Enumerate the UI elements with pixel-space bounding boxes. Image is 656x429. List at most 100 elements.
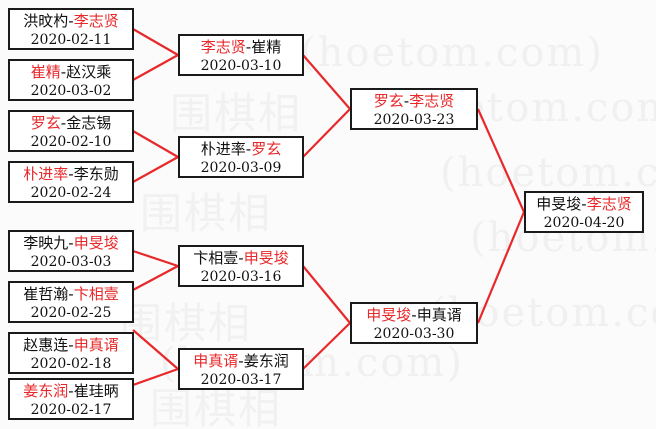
watermark-text: (hoetom.com) — [440, 150, 656, 196]
player-right: 崔珪昞 — [73, 382, 119, 400]
player-left: 罗玄 — [373, 92, 404, 110]
player-right: 李志贤 — [409, 92, 455, 110]
match-players: 朴进率-李东勋 — [10, 165, 132, 184]
player-left: 申旻埈 — [366, 306, 412, 324]
watermark-text-cn: 围棋相 — [140, 189, 273, 238]
separator: - — [238, 249, 244, 267]
match-players: 李志贤-崔精 — [180, 38, 302, 57]
match-box[interactable]: 洪旼杓-李志贤 2020-02-11 — [8, 8, 134, 50]
separator: - — [68, 165, 74, 183]
match-date: 2020-02-25 — [30, 305, 112, 321]
connector-r1m7 — [132, 329, 179, 370]
separator: - — [403, 92, 410, 110]
player-right: 申旻埈 — [243, 249, 289, 267]
separator: - — [68, 285, 74, 303]
match-box[interactable]: 申旻埈-申真谞 2020-03-30 — [350, 302, 478, 344]
connector-r1m8 — [132, 367, 179, 387]
player-left: 罗玄 — [30, 114, 61, 132]
match-players: 崔哲瀚-卞相壹 — [10, 285, 132, 304]
match-players: 赵惠连-申真谞 — [10, 336, 132, 355]
match-box[interactable]: 李映九-申旻埈 2020-03-03 — [8, 230, 134, 272]
connector-r2m1 — [302, 54, 351, 110]
separator: - — [68, 12, 74, 30]
match-box[interactable]: 赵惠连-申真谞 2020-02-18 — [8, 332, 134, 374]
player-right: 姜东润 — [243, 352, 289, 370]
watermark-text: (hoetom.com) — [300, 30, 604, 76]
match-box[interactable]: 罗玄-李志贤 2020-03-23 — [350, 88, 478, 130]
match-box[interactable]: 罗玄-金志锡 2020-02-10 — [8, 110, 134, 152]
match-players: 罗玄-李志贤 — [352, 92, 476, 111]
connector-r1m1 — [132, 28, 179, 56]
separator: - — [245, 38, 252, 56]
match-date: 2020-03-30 — [373, 326, 455, 342]
match-date: 2020-04-20 — [543, 215, 625, 231]
match-players: 洪旼杓-李志贤 — [10, 12, 132, 31]
separator: - — [68, 382, 74, 400]
match-players: 崔精-赵汉乘 — [10, 63, 132, 82]
separator: - — [68, 234, 74, 252]
player-left: 崔哲瀚 — [23, 285, 69, 303]
separator: - — [581, 195, 587, 213]
connector-r1m4 — [132, 156, 179, 183]
player-left: 赵惠连 — [23, 336, 69, 354]
player-left: 姜东润 — [23, 382, 69, 400]
watermark-text-cn: 围棋相 — [170, 89, 303, 138]
connector-r1m3 — [132, 130, 179, 158]
match-date: 2020-02-24 — [30, 185, 112, 201]
player-right: 赵汉乘 — [66, 63, 112, 81]
connector-r2m2 — [302, 108, 351, 158]
match-players: 申旻埈-申真谞 — [352, 306, 476, 325]
match-date: 2020-02-11 — [30, 32, 112, 48]
match-date: 2020-02-10 — [30, 134, 112, 150]
match-date: 2020-02-17 — [30, 402, 112, 418]
match-date: 2020-03-02 — [30, 83, 112, 99]
player-right: 金志锡 — [66, 114, 112, 132]
match-date: 2020-02-18 — [30, 356, 112, 372]
player-right: 申真谞 — [416, 306, 462, 324]
match-date: 2020-03-03 — [30, 254, 112, 270]
separator: - — [68, 336, 74, 354]
player-right: 申真谞 — [73, 336, 119, 354]
separator: - — [60, 63, 67, 81]
player-left: 申真谞 — [193, 352, 239, 370]
player-left: 卞相壹 — [193, 249, 239, 267]
match-box[interactable]: 李志贤-崔精 2020-03-10 — [178, 34, 304, 76]
match-date: 2020-03-09 — [200, 160, 282, 176]
match-box[interactable]: 朴进率-李东勋 2020-02-24 — [8, 161, 134, 203]
match-players: 姜东润-崔珪昞 — [10, 382, 132, 401]
match-box[interactable]: 卞相壹-申旻埈 2020-03-16 — [178, 245, 304, 287]
match-players: 朴进率-罗玄 — [180, 140, 302, 159]
match-box-final[interactable]: 申旻埈-李志贤 2020-04-20 — [524, 191, 644, 233]
match-box[interactable]: 崔哲瀚-卞相壹 2020-02-25 — [8, 281, 134, 323]
player-left: 朴进率 — [23, 165, 69, 183]
player-left: 朴进率 — [200, 140, 246, 158]
match-players: 申真谞-姜东润 — [180, 352, 302, 371]
connector-r2m3 — [302, 265, 351, 324]
player-left: 洪旼杓 — [23, 12, 69, 30]
separator: - — [238, 352, 244, 370]
player-left: 李志贤 — [200, 38, 246, 56]
connector-sf1 — [476, 108, 526, 213]
match-date: 2020-03-16 — [200, 269, 282, 285]
player-right: 申旻埈 — [73, 234, 119, 252]
match-box[interactable]: 朴进率-罗玄 2020-03-09 — [178, 136, 304, 178]
match-box[interactable]: 姜东润-崔珪昞 2020-02-17 — [8, 378, 134, 420]
match-box[interactable]: 崔精-赵汉乘 2020-03-02 — [8, 59, 134, 101]
player-right: 崔精 — [251, 38, 282, 56]
match-players: 卞相壹-申旻埈 — [180, 249, 302, 268]
connector-r1m2 — [132, 54, 179, 81]
connector-sf2 — [476, 211, 526, 324]
player-left: 申旻埈 — [536, 195, 582, 213]
player-right: 李志贤 — [586, 195, 632, 213]
separator: - — [245, 140, 252, 158]
connector-r2m4 — [302, 322, 351, 370]
match-box[interactable]: 申真谞-姜东润 2020-03-17 — [178, 348, 304, 390]
separator: - — [60, 114, 67, 132]
match-date: 2020-03-23 — [373, 112, 455, 128]
player-right: 李东勋 — [73, 165, 119, 183]
match-players: 罗玄-金志锡 — [10, 114, 132, 133]
match-players: 申旻埈-李志贤 — [526, 195, 642, 214]
connector-r1m6 — [132, 265, 179, 291]
match-players: 李映九-申旻埈 — [10, 234, 132, 253]
